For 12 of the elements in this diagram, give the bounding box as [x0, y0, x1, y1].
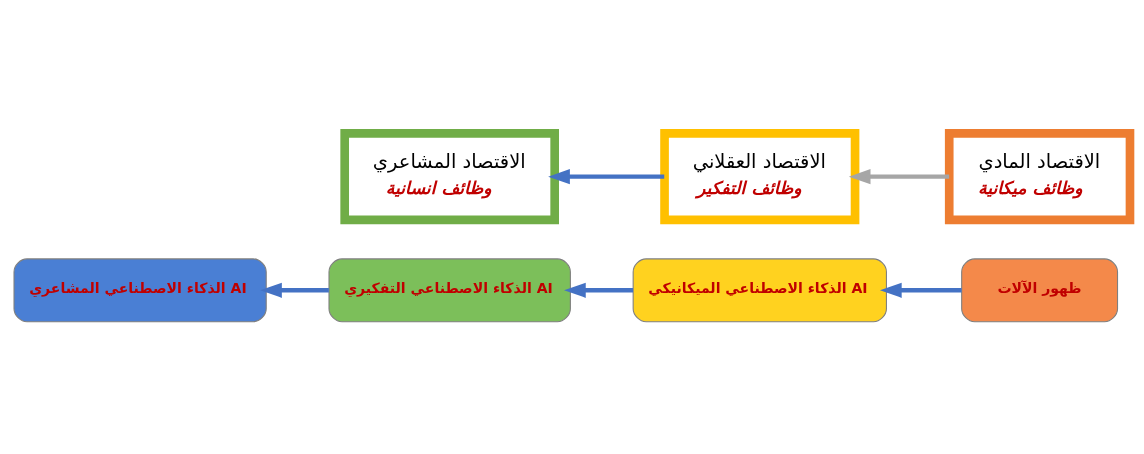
arrow	[879, 282, 962, 298]
arrow	[564, 282, 633, 298]
arrow	[260, 282, 329, 298]
node-box: الذكاء الاصطناعي المشاعري AI	[13, 257, 267, 322]
node-box: الاقتصاد العقلاني وظائف التفكير	[660, 128, 860, 224]
arrow	[848, 168, 950, 184]
node-box: الذكاء الاصطناعي التفكيري AI	[328, 257, 571, 322]
node-box: الذكاء الاصطناعي الميكانيكي AI	[632, 257, 887, 322]
arrow	[548, 168, 665, 184]
node-box: ظهور الآلات	[961, 257, 1119, 322]
node-box: الاقتصاد المشاعري وظائف انسانية	[340, 128, 559, 224]
node-box: الاقتصاد المادي وظائف ميكانية	[944, 128, 1135, 224]
